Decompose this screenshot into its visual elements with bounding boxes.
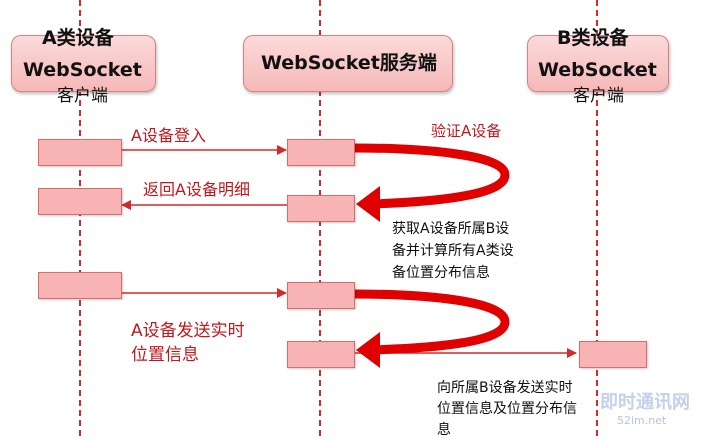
note-send-line-3: 息	[437, 422, 451, 438]
participant-b-box	[527, 35, 669, 92]
process-curve-2-head	[356, 332, 380, 368]
activation-a-realtime	[38, 272, 122, 299]
message-return-detail: 返回A设备明细	[143, 180, 250, 199]
activation-server-realtime	[287, 282, 355, 309]
process-curve-2	[349, 289, 510, 355]
activation-b-receive	[579, 341, 647, 368]
activation-server-return	[287, 195, 355, 222]
lifeline-b	[596, 0, 598, 436]
watermark: 即时通讯网	[600, 392, 690, 413]
participant-a-role: 客户端	[57, 86, 108, 106]
participant-server-name: WebSocket服务端	[261, 52, 437, 74]
note-send-line-1: 向所属B设备发送实时	[437, 380, 573, 396]
participant-server-box	[243, 35, 453, 92]
process-curve-1	[349, 143, 510, 209]
process-curve-1-head	[356, 186, 380, 222]
note-fetch: 获取A设备所属B设 备并计算所有A类设 备位置分布信息	[392, 218, 514, 284]
message-realtime: A设备发送实时 位置信息	[131, 319, 245, 367]
activation-a-login	[38, 139, 122, 166]
message-verify: 验证A设备	[431, 122, 502, 140]
activation-server-send	[287, 341, 355, 368]
participant-b-name: WebSocket	[538, 59, 657, 81]
message-realtime-line-2: 位置信息	[131, 345, 199, 365]
note-send-line-2: 位置信息及位置分布信	[437, 401, 577, 417]
lifeline-a	[79, 0, 81, 436]
note-fetch-line-3: 备位置分布信息	[392, 265, 490, 281]
participant-b-role: 客户端	[573, 86, 624, 106]
participant-a-name: WebSocket	[23, 59, 142, 81]
note-send-to-b: 向所属B设备发送实时 位置信息及位置分布信 息	[437, 378, 577, 441]
participant-a-box	[11, 35, 156, 92]
message-realtime-line-1: A设备发送实时	[131, 321, 245, 341]
note-fetch-line-2: 备并计算所有A类设	[392, 243, 514, 259]
message-login: A设备登入	[131, 126, 206, 145]
activation-server-login	[287, 139, 355, 166]
participant-a-device-label: A类设备	[42, 27, 114, 49]
note-fetch-line-1: 获取A设备所属B设	[392, 221, 510, 237]
watermark-sub: 52im.net	[617, 414, 667, 427]
participant-b-device-label: B类设备	[557, 27, 629, 49]
activation-a-return	[38, 188, 122, 215]
